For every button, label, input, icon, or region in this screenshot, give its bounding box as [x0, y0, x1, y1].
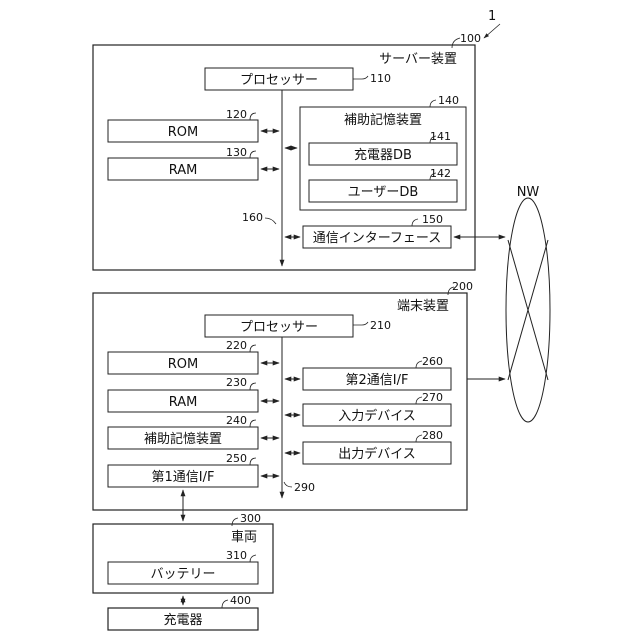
server-title: サーバー装置	[379, 52, 457, 67]
comm2-ref: 260	[422, 355, 443, 368]
server-comm-if-label: 通信インターフェース	[313, 231, 442, 246]
battery-label: バッテリー	[150, 567, 215, 582]
input-device-ref: 270	[422, 391, 443, 404]
server-bus-ref: 160	[242, 211, 263, 224]
server-storage-ref: 140	[438, 94, 459, 107]
terminal-storage-ref: 240	[226, 414, 247, 427]
charger-db-label: 充電器DB	[354, 147, 412, 163]
terminal-bus-ref: 290	[294, 481, 315, 494]
terminal-device: 端末装置 200 290 プロセッサー 210 ROM 220 RAM 230 …	[93, 280, 473, 510]
terminal-processor-label: プロセッサー	[240, 320, 318, 335]
terminal-rom-label: ROM	[168, 357, 198, 372]
user-db-label: ユーザーDB	[348, 185, 419, 200]
battery-ref: 310	[226, 549, 247, 562]
vehicle-ref: 300	[240, 512, 261, 525]
terminal-storage-label: 補助記憶装置	[144, 431, 222, 447]
terminal-processor-ref: 210	[370, 319, 391, 332]
charger-ref: 400	[230, 594, 251, 607]
comm2-label: 第2通信I/F	[346, 373, 409, 388]
terminal-ram-ref: 230	[226, 376, 247, 389]
output-device-ref: 280	[422, 429, 443, 442]
server-rom-label: ROM	[168, 125, 198, 140]
server-ref: 100	[460, 32, 481, 45]
server-comm-if-ref: 150	[422, 213, 443, 226]
comm1-label: 第1通信I/F	[152, 470, 215, 485]
server-storage-label: 補助記憶装置	[344, 112, 422, 128]
vehicle: 車両 300 バッテリー 310	[93, 512, 273, 593]
figure-ref: 1	[484, 9, 500, 38]
terminal-title: 端末装置	[397, 299, 449, 314]
comm1-ref: 250	[226, 452, 247, 465]
svg-text:1: 1	[488, 9, 496, 24]
server-processor-label: プロセッサー	[240, 73, 318, 88]
input-device-label: 入力デバイス	[338, 408, 416, 424]
terminal-ram-label: RAM	[169, 395, 198, 410]
output-device-label: 出力デバイス	[338, 446, 416, 462]
server-ram-label: RAM	[169, 163, 198, 178]
server-device: サーバー装置 100 160 プロセッサー 110 ROM 120 RAM 13…	[93, 32, 481, 270]
server-rom-ref: 120	[226, 108, 247, 121]
terminal-ref: 200	[452, 280, 473, 293]
server-processor-ref: 110	[370, 72, 391, 85]
user-db-ref: 142	[430, 167, 451, 180]
terminal-rom-ref: 220	[226, 339, 247, 352]
server-ram-ref: 130	[226, 146, 247, 159]
charger-db-ref: 141	[430, 130, 451, 143]
vehicle-title: 車両	[231, 530, 257, 545]
charger-label: 充電器	[163, 612, 202, 628]
